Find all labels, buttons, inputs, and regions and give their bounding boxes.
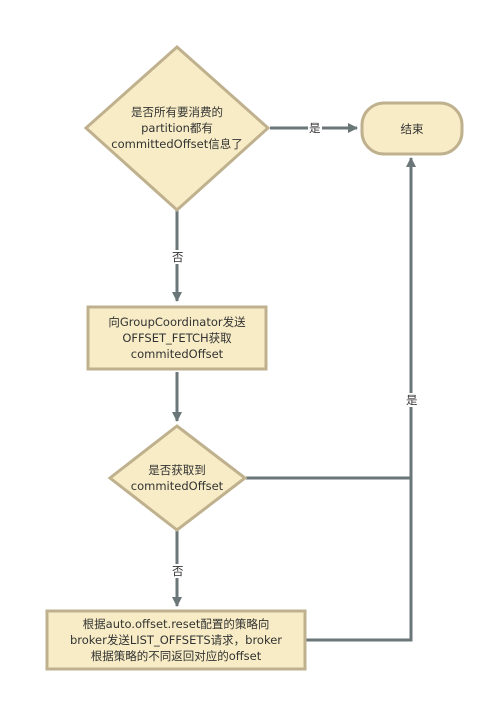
label-line: commitedOffset — [130, 479, 224, 493]
edge-label-no-to-reset: 否 — [171, 564, 185, 578]
label-line: 是否所有要消费的 — [131, 105, 223, 119]
edge-got-to-end — [246, 157, 416, 480]
label-line: OFFSET_FETCH获取 — [122, 331, 232, 345]
label-line: partition都有 — [141, 121, 213, 135]
label-line: broker发送LIST_OFFSETS请求，broker — [69, 633, 283, 647]
edge-reset-to-end — [306, 478, 413, 642]
process-reset-offset — [45, 609, 307, 671]
process-reset-offset-label: 根据auto.offset.reset配置的策略向 broker发送LIST_O… — [47, 611, 305, 669]
process-send-offset-fetch-label: 向GroupCoordinator发送 OFFSET_FETCH获取 commi… — [88, 307, 266, 369]
label-line: commitedOffset — [130, 347, 224, 361]
process-send-offset-fetch — [86, 305, 268, 371]
edge-label-yes-to-end: 是 — [308, 121, 322, 135]
label-line: 根据auto.offset.reset配置的策略向 — [82, 617, 270, 631]
decision-got-committed-offset-label: 是否获取到 commitedOffset — [112, 460, 242, 496]
label-line: 是否获取到 — [148, 463, 206, 477]
decision-all-partitions-committed — [83, 44, 271, 213]
decision-all-partitions-committed-label: 是否所有要消费的 partition都有 committedOffset信息了 — [97, 100, 257, 156]
terminal-end — [360, 101, 464, 156]
label-line: 根据策略的不同返回对应的offset — [90, 649, 262, 663]
terminal-end-label: 结束 — [362, 103, 462, 154]
edge-label-yes-right: 是 — [405, 393, 419, 407]
edge-label-no-to-fetch: 否 — [171, 250, 185, 264]
decision-got-committed-offset — [107, 424, 248, 532]
label-line: 向GroupCoordinator发送 — [108, 315, 246, 329]
label-line: committedOffset信息了 — [111, 137, 243, 151]
label-line: 结束 — [400, 121, 424, 136]
